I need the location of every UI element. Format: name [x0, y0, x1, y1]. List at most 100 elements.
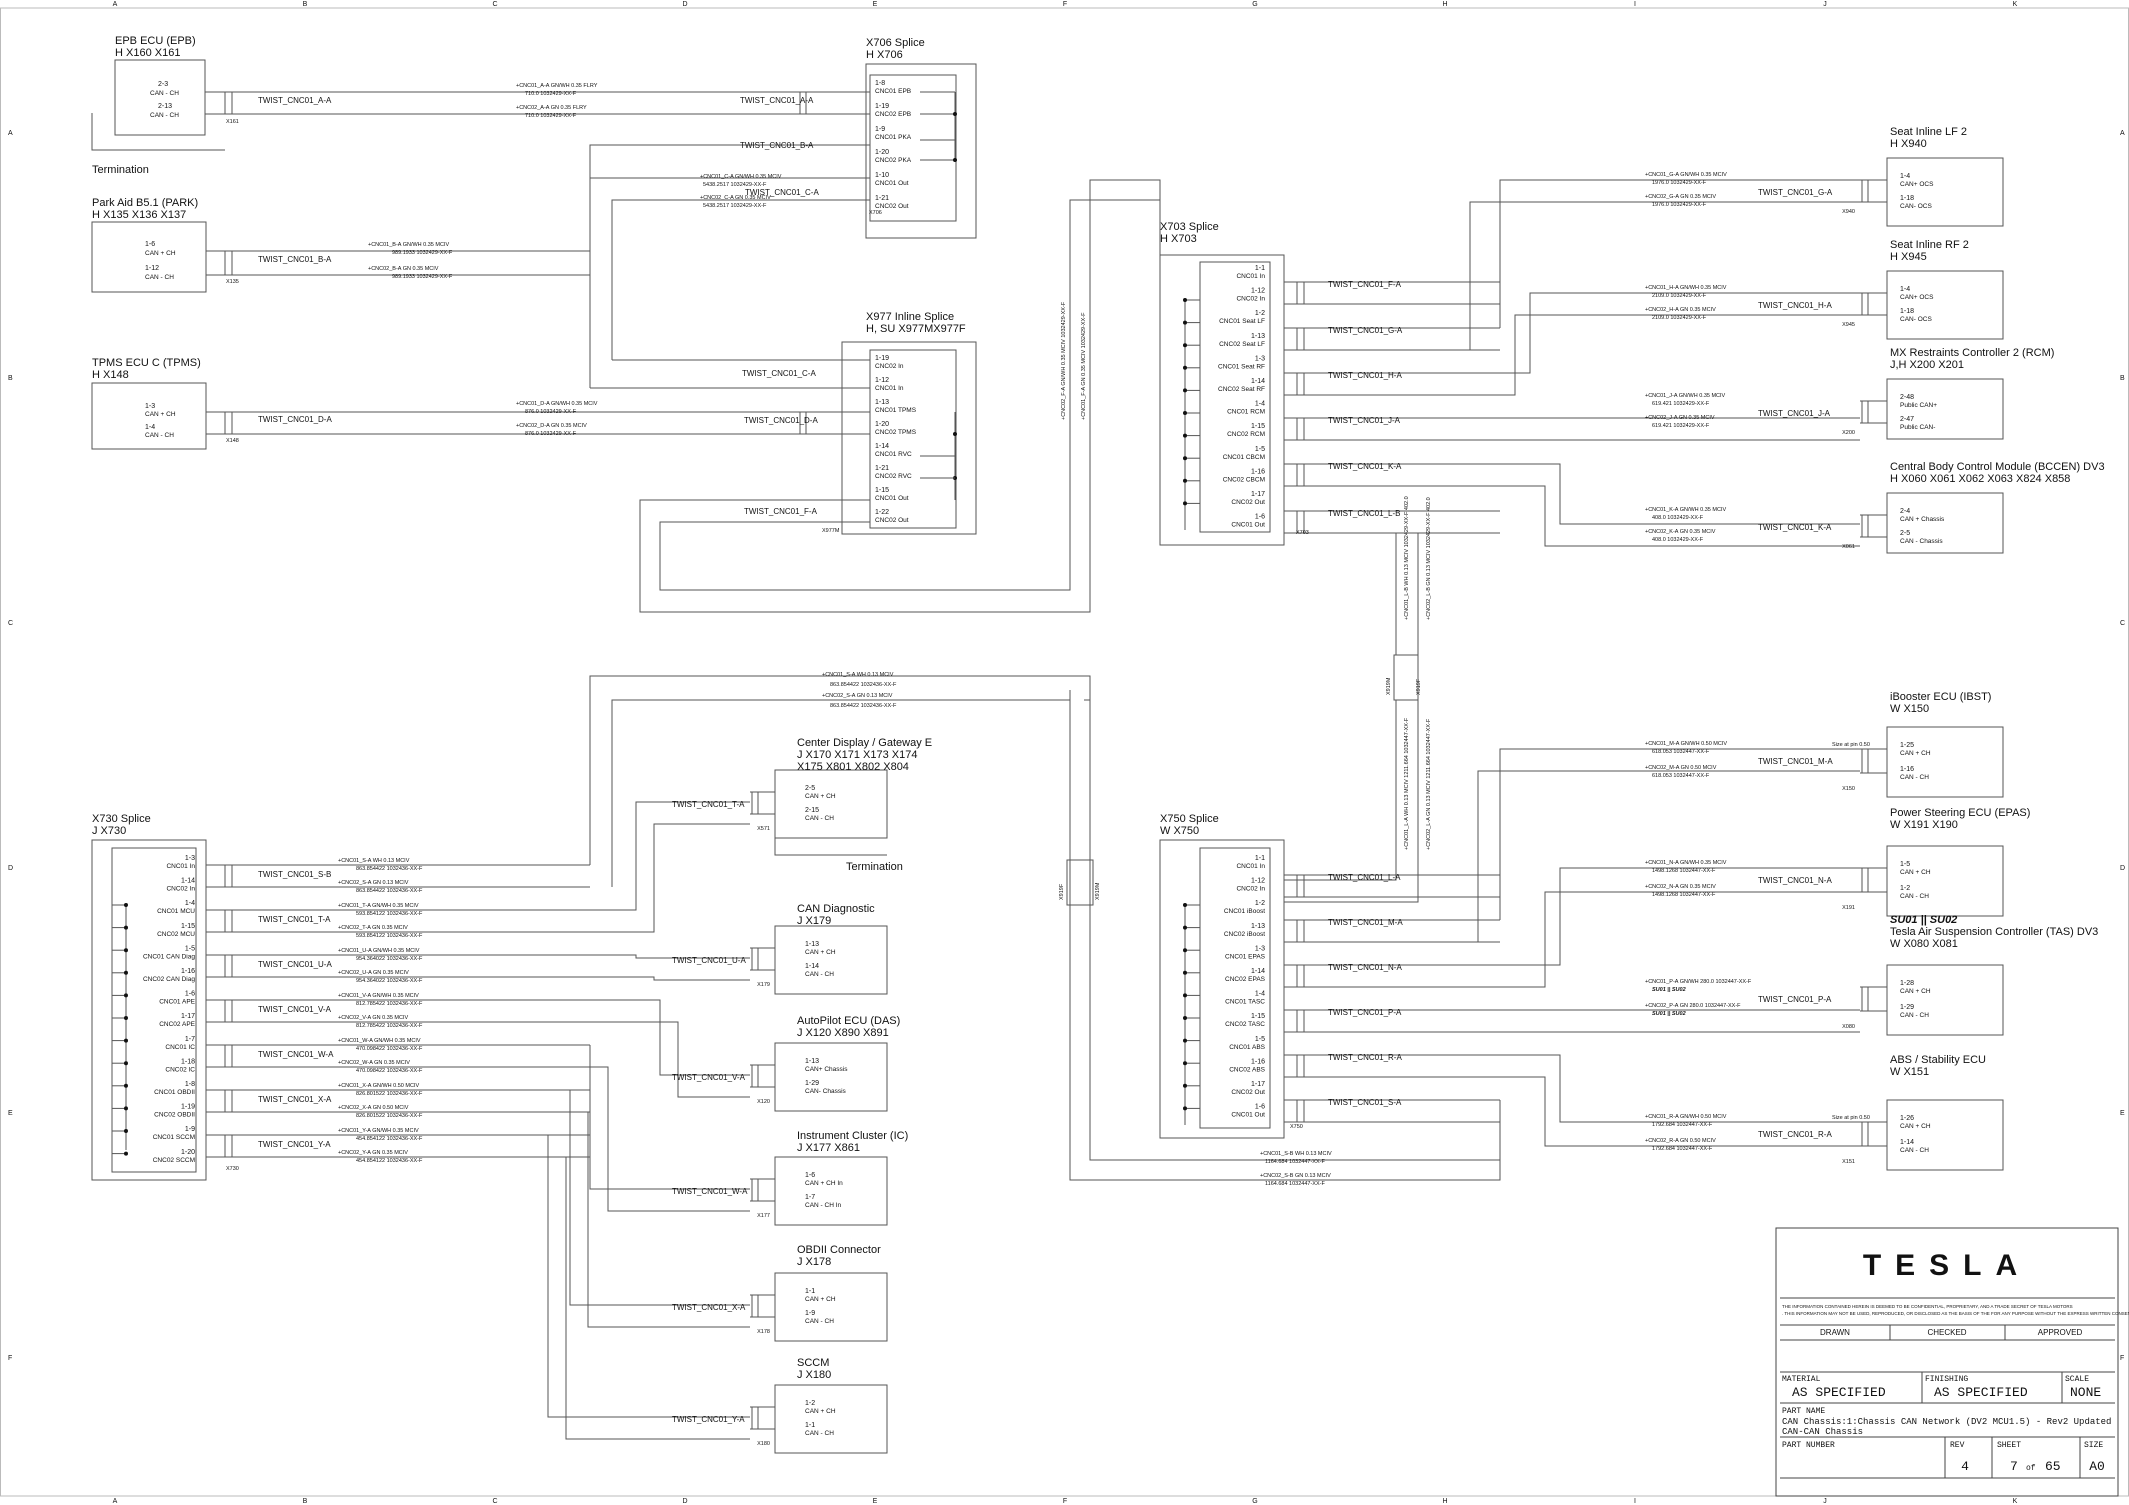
pin-label: CAN + CH: [805, 1408, 836, 1415]
wire-spec: 863.854422 1032436-XX-F: [830, 682, 897, 688]
wire-spec: +CNC01_S-A WH 0.13 MCIV: [822, 672, 894, 678]
pin-label: Public CAN+: [1900, 402, 1937, 409]
pin-label: CAN + Chassis: [1900, 516, 1945, 523]
pin-number: 1-13: [805, 1058, 819, 1065]
wire-spec: +CNC02_B-A GN 0.35 MCIV: [368, 266, 439, 272]
scale-label: SCALE: [2065, 1375, 2089, 1384]
pin-number: 1-29: [1900, 1004, 1914, 1011]
splice-dot: [1183, 1083, 1187, 1088]
pin-label: CNC01 Out: [1231, 522, 1265, 529]
pin-label: CNC02 ABS: [1229, 1066, 1265, 1073]
pin-label: CNC01 In: [166, 863, 195, 870]
wire: [1469, 201, 1860, 350]
component-connectors: H X148: [92, 369, 129, 381]
component-title: CAN Diagnostic: [797, 903, 875, 915]
wire-spec: 1164.684 1032447-XX-F: [1265, 1181, 1325, 1187]
component-title: Park Aid B5.1 (PARK): [92, 197, 198, 209]
twist-label: TWIST_CNC01_P-A: [1758, 995, 1832, 1004]
component-title: EPB ECU (EPB): [115, 35, 196, 47]
pin-number: 1-14: [805, 963, 819, 970]
pin-number: 1-14: [181, 878, 195, 885]
wire-spec: +CNC02_K-A GN 0.35 MCIV: [1645, 529, 1716, 535]
splice-dot: [1183, 903, 1187, 907]
splice-dot: [1183, 320, 1187, 325]
pin-label: CNC01 PKA: [875, 134, 912, 141]
wire: [1499, 748, 1860, 920]
wire-spec: 454.854122 1032436-XX-F: [356, 1158, 423, 1164]
pin-label: CAN - CH: [1900, 1147, 1929, 1154]
pin-label: CAN- OCS: [1900, 203, 1932, 210]
wire-spec: +CNC02_S-B GN 0.13 MCIV: [1260, 1173, 1331, 1179]
wire-spec: +CNC01_B-A GN/WH 0.35 MCIV: [368, 242, 449, 248]
pin-label: CNC01 Out: [875, 180, 909, 187]
x703-splice-box: [1159, 254, 1285, 546]
connector-id: X703: [1296, 530, 1309, 536]
pin-number: 1-17: [1251, 491, 1265, 498]
pin-label: CNC02 APE: [159, 1021, 195, 1028]
pin-number: 1-14: [1251, 968, 1265, 975]
grid-row-label: C: [8, 620, 13, 627]
pin-number: 1-1: [805, 1288, 815, 1295]
wire: [1499, 179, 1860, 328]
connector-id: X730: [226, 1166, 239, 1172]
component-connectors: J X170 X171 X173 X174: [797, 749, 917, 761]
wire-spec: 2109.0 1032429-XX-F: [1652, 315, 1707, 321]
pin-label: CAN + CH: [1900, 988, 1931, 995]
wire-spec: +CNC01_N-A GN/WH 0.35 MCIV: [1645, 860, 1727, 866]
wire-spec: 1792.684 1032447-XX-F: [1652, 1146, 1713, 1152]
pin-number: 1-20: [875, 421, 889, 428]
disclaimer-text: THE INFORMATION CONTAINED HEREIN IS DEEM…: [1782, 1304, 2073, 1309]
part-name-label: PART NAME: [1782, 1407, 1825, 1416]
pin-label: CNC02 CAN Diag: [143, 976, 195, 983]
pin-number: 1-2: [1900, 885, 1910, 892]
connector-id: X080: [1842, 1024, 1855, 1030]
pin-label: CNC02 TPMS: [875, 429, 917, 436]
wire: [590, 976, 750, 981]
grid-col-label: H: [1442, 1, 1447, 8]
wire-spec: 593.854122 1032436-XX-F: [356, 933, 423, 939]
pin-label: CNC01 OBDII: [154, 1089, 195, 1096]
pin-label: CAN - CH: [805, 815, 834, 822]
twist-label: TWIST_CNC01_U-A: [672, 956, 746, 965]
pin-number: 1-12: [145, 265, 159, 272]
x706-inner-box: [869, 74, 957, 222]
grid-col-label: K: [2013, 1498, 2018, 1505]
epb-box: [114, 59, 206, 136]
grid-col-label: D: [682, 1, 687, 8]
wire-spec: +CNC01_W-A GN/WH 0.35 MCIV: [338, 1038, 421, 1044]
twist-label: TWIST_CNC01_V-A: [672, 1073, 746, 1082]
pin-number: 1-5: [1255, 1036, 1265, 1043]
part-number-label: PART NUMBER: [1782, 1441, 1835, 1450]
component-connectors: H X703: [1160, 233, 1197, 245]
variant-label: SU01 || SU02: [1890, 914, 1957, 926]
pin-number: 1-4: [145, 424, 155, 431]
wire: [589, 675, 1091, 865]
pin-label: CNC01 Out: [875, 495, 909, 502]
twist-label: TWIST_CNC01_G-A: [1328, 326, 1403, 335]
splice-dot: [1183, 1061, 1187, 1066]
connector-id: X706: [869, 210, 882, 216]
wire-spec: 5438.2517 1032429-XX-F: [703, 203, 767, 209]
wire-spec: 408.0 1032429-XX-F: [1652, 537, 1704, 543]
pin-number: 1-12: [1251, 288, 1265, 295]
component-box: [1886, 1099, 2004, 1171]
pin-number: 1-16: [1251, 1058, 1265, 1065]
park-box: [91, 221, 207, 293]
wire-spec: +CNC02_P-A GN 280.0 1032447-XX-F: [1645, 1003, 1741, 1009]
wire: [589, 1045, 750, 1190]
pin-label: CAN + CH: [1900, 1123, 1931, 1130]
splice-dot: [124, 993, 128, 998]
twist-label: TWIST_CNC01_N-A: [1328, 963, 1402, 972]
pin-label: CNC01 APE: [159, 999, 195, 1006]
wire: [1500, 1076, 1860, 1147]
twist-label: TWIST_CNC01_R-A: [1328, 1053, 1402, 1062]
pin-label: CNC02 In: [875, 363, 904, 370]
splice-dot: [1183, 411, 1187, 415]
sheet-number: 7: [2010, 1459, 2018, 1474]
twist-label: TWIST_CNC01_B-A: [258, 255, 332, 264]
part-name-sub: CAN-CAN Chassis: [1782, 1427, 1863, 1437]
twist-label: TWIST_CNC01_X-A: [672, 1303, 746, 1312]
wire-spec: +CNC02_T-A GN 0.35 MCIV: [338, 925, 408, 931]
grid-col-label: K: [2013, 1, 2018, 8]
pin-number: 1-5: [1900, 861, 1910, 868]
